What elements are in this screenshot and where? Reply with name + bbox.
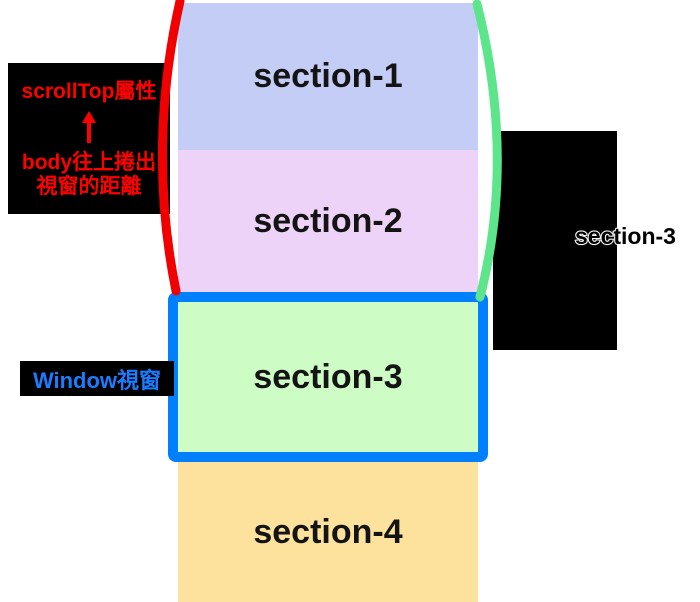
scrolltop-note-box: scrollTop屬性 body往上捲出 視窗的距離 — [8, 63, 170, 214]
section-2-label: section-2 — [253, 201, 403, 240]
up-arrow-stem — [87, 123, 91, 143]
section-2-box: section-2 — [178, 150, 478, 292]
section-1-label: section-1 — [253, 57, 403, 95]
scrolltop-note-title: scrollTop屬性 — [21, 80, 157, 103]
window-viewport-frame: section-3 — [168, 292, 488, 462]
offset-note-label: section-3 — [574, 222, 677, 250]
up-arrow-icon — [82, 111, 96, 143]
scrolltop-note-line2: 視窗的距離 — [36, 175, 142, 198]
section-4-label: section-4 — [253, 512, 403, 551]
window-label: Window視窗 — [32, 367, 162, 393]
up-arrow-head — [82, 111, 96, 123]
section-1-box: section-1 — [178, 3, 478, 150]
scrolltop-note-line1: body往上捲出 — [21, 151, 157, 174]
section-3-box: section-3 — [178, 302, 478, 452]
offset-note-box — [493, 131, 617, 350]
section-4-box: section-4 — [178, 462, 478, 602]
section-3-label: section-3 — [253, 357, 403, 396]
window-label-box: Window視窗 — [20, 361, 174, 396]
